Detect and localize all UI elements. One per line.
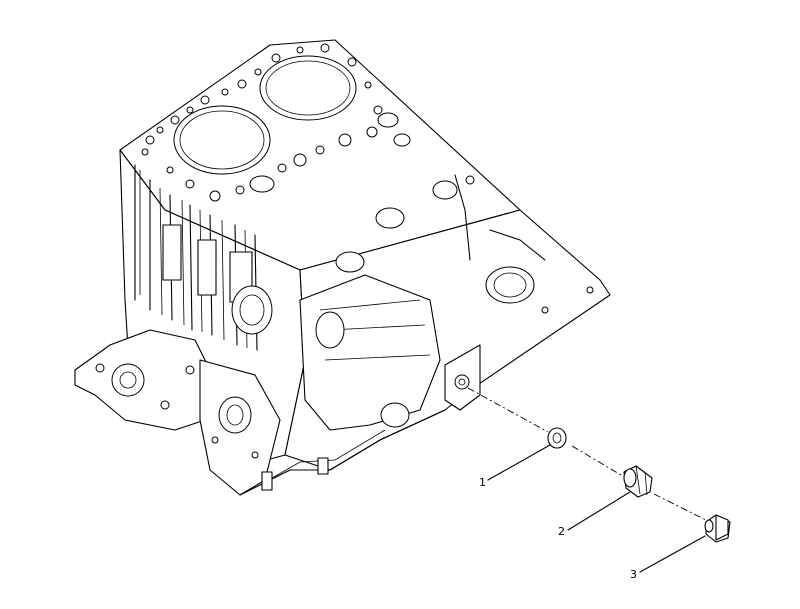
leader-line-1 xyxy=(487,444,551,481)
callout-1: 1 xyxy=(479,476,486,489)
leader-line-3 xyxy=(639,535,706,573)
assembly-axis-line xyxy=(467,387,711,523)
front-rib-pocket-1 xyxy=(162,224,182,281)
side-cover xyxy=(299,274,441,431)
crank-boss xyxy=(231,285,273,335)
leader-line-2 xyxy=(567,491,631,531)
front-rib-pocket-2 xyxy=(197,239,217,296)
oil-port xyxy=(454,374,470,390)
callout-2: 2 xyxy=(558,525,565,538)
cylinder-bore-1 xyxy=(173,105,271,175)
engine-block xyxy=(74,39,611,496)
callout-3: 3 xyxy=(630,568,637,581)
part-3-plug xyxy=(704,514,731,543)
part-1-washer xyxy=(547,427,567,449)
cylinder-bore-2 xyxy=(259,55,357,121)
deck-holes xyxy=(141,43,411,202)
part-2-adapter xyxy=(623,465,653,498)
